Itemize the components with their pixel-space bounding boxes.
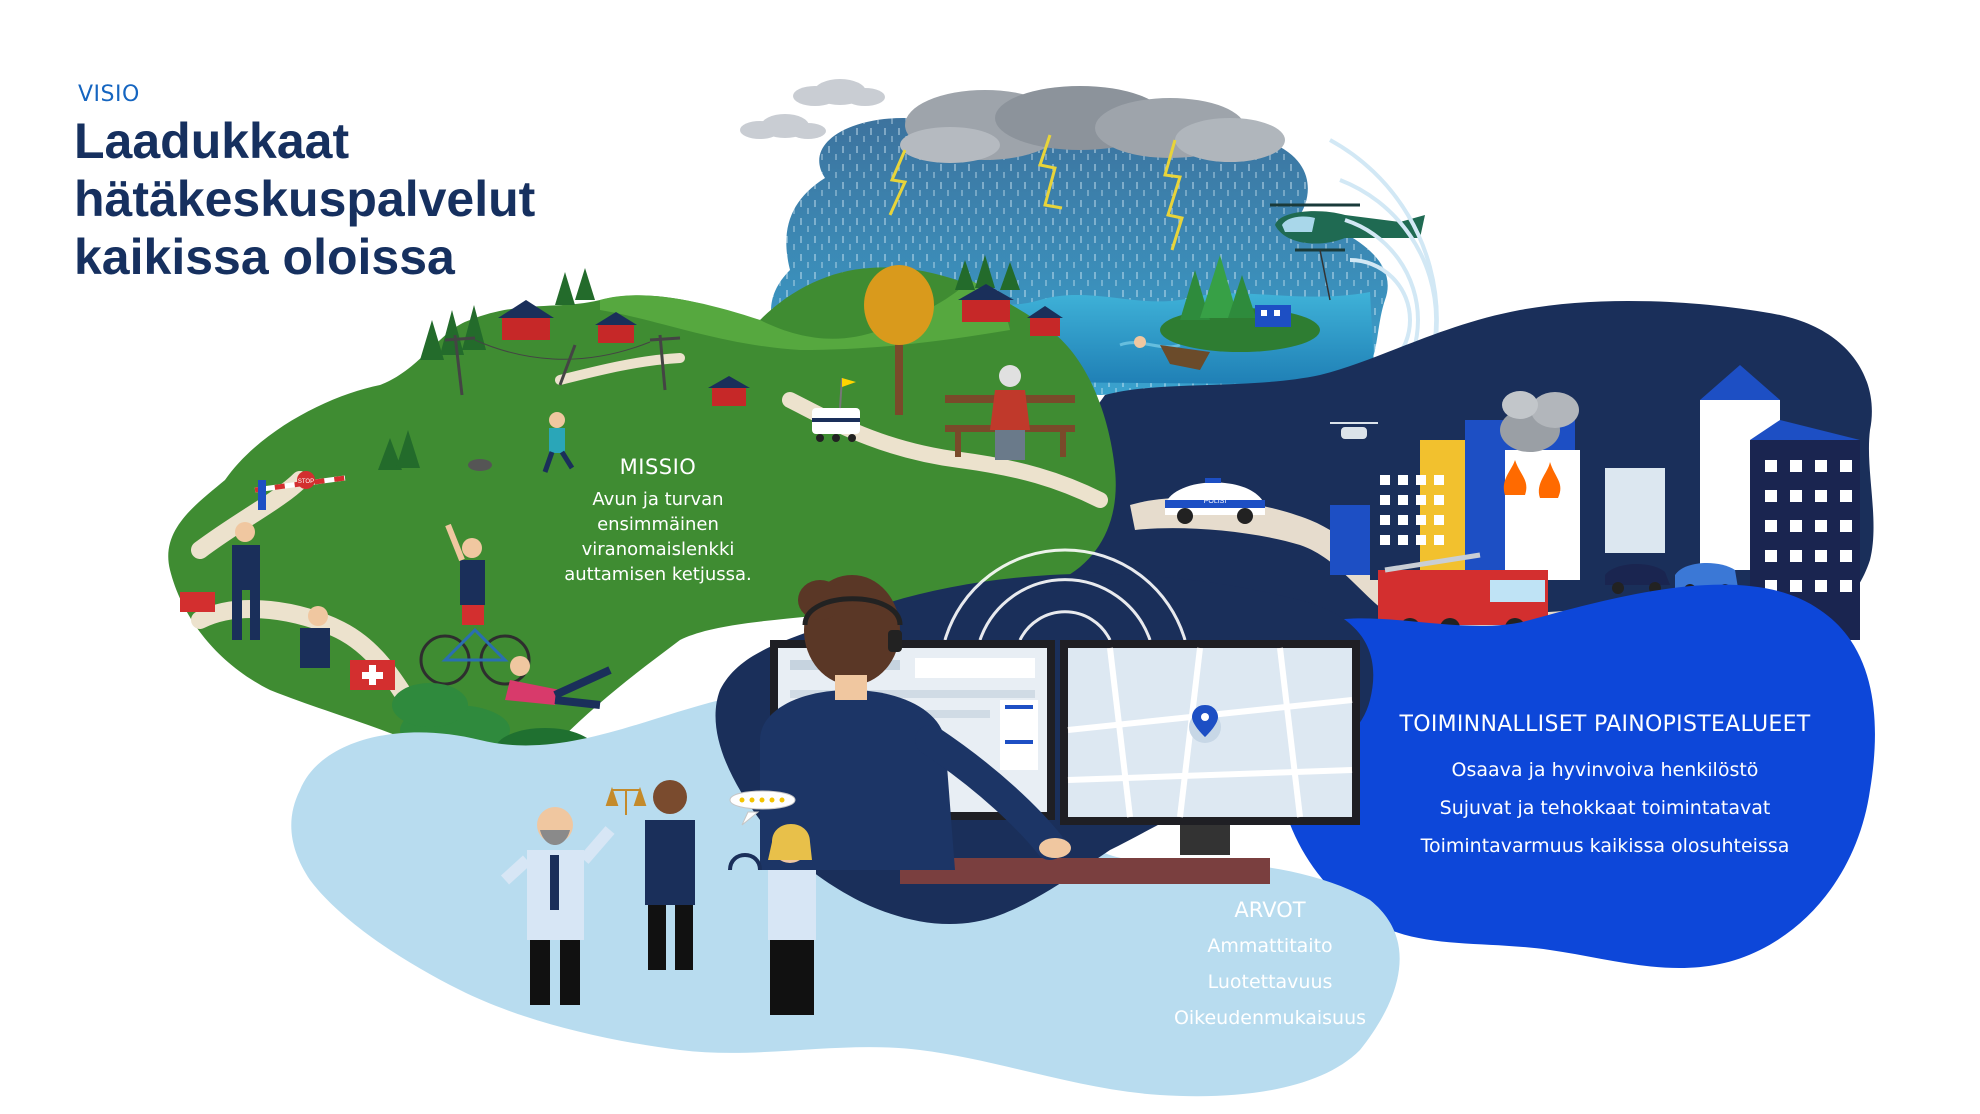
swimmer (1134, 336, 1146, 348)
lightning-bolts (888, 134, 1184, 251)
mission-line: ensimmäinen (597, 514, 719, 535)
focus-areas-heading: TOIMINNALLISET PAINOPISTEALUEET (1399, 712, 1811, 737)
focus-area-item: Toimintavarmuus kaikissa olosuhteissa (1420, 835, 1790, 857)
cyclist (419, 523, 531, 686)
stop-sign-label: STOP (298, 479, 314, 485)
island (1160, 255, 1320, 352)
runner-with-dog (468, 412, 575, 473)
mission-block: MISSIO Avun ja turvan ensimmäinen virano… (548, 455, 768, 587)
focus-area-item: Osaava ja hyvinvoiva henkilöstö (1451, 759, 1759, 781)
headset-icon (802, 596, 903, 626)
border-barrier: STOP (254, 471, 346, 510)
mission-line: viranomaislenkki (581, 539, 735, 560)
staff-man-phone (605, 780, 695, 970)
headset-icon-2 (728, 853, 762, 871)
staff-characters (500, 780, 816, 1015)
value-item: Ammattitaito (1207, 935, 1333, 957)
delivery-robot (812, 377, 860, 442)
vision-title-line: hätäkeskuspalvelut (74, 171, 536, 227)
fire-flames (1503, 460, 1561, 498)
focus-area-item: Sujuvat ja tehokkaat toimintatavat (1439, 797, 1771, 819)
map-monitor (1060, 640, 1360, 855)
bench-elderly-woman (945, 365, 1075, 460)
small-clouds (740, 79, 885, 139)
drone (1330, 422, 1378, 439)
desk (900, 858, 1270, 884)
focus-areas-panel (1271, 584, 1875, 969)
value-item: Luotettavuus (1207, 971, 1333, 993)
value-item: Oikeudenmukaisuus (1173, 1007, 1367, 1029)
mission-line: auttamisen ketjussa. (564, 564, 752, 585)
staff-man-beard (500, 807, 615, 1005)
focus-areas-block: TOIMINNALLISET PAINOPISTEALUEET Osaava j… (1370, 712, 1840, 865)
rating-bubble-icon (729, 790, 796, 826)
radar-rings (943, 548, 1187, 641)
vision-title: Laadukkaat hätäkeskuspalvelut kaikissa o… (74, 112, 594, 286)
staff-woman-headset (728, 790, 816, 1015)
sinking-boat (1160, 345, 1210, 370)
police-car: POLISI (1165, 478, 1265, 524)
scales-icon (605, 786, 647, 815)
building-windows (1380, 460, 1852, 592)
mission-line: Avun ja turvan (592, 489, 724, 510)
injured-person (505, 656, 612, 709)
values-heading: ARVOT (1234, 898, 1306, 922)
power-lines (444, 334, 681, 396)
hill-panel: STOP (168, 255, 1116, 772)
vision-label: VISIO (78, 82, 140, 107)
police-car-label: POLISI (1204, 498, 1227, 505)
dispatcher-panel (715, 548, 1374, 925)
autumn-tree (864, 265, 934, 415)
storm-cloud (900, 86, 1285, 163)
vision-title-line: kaikissa oloissa (74, 229, 455, 285)
helicopter (1270, 203, 1425, 301)
paramedics (180, 522, 395, 690)
dispatcher (760, 575, 1071, 870)
values-block: ARVOT Ammattitaito Luotettavuus Oikeuden… (1140, 898, 1400, 1036)
stop-sign (297, 471, 315, 489)
mission-heading: MISSIO (619, 455, 697, 479)
red-houses (498, 284, 1063, 406)
fire-smoke (1500, 391, 1579, 452)
road (1130, 497, 1720, 640)
vision-title-line: Laadukkaat (74, 113, 350, 169)
